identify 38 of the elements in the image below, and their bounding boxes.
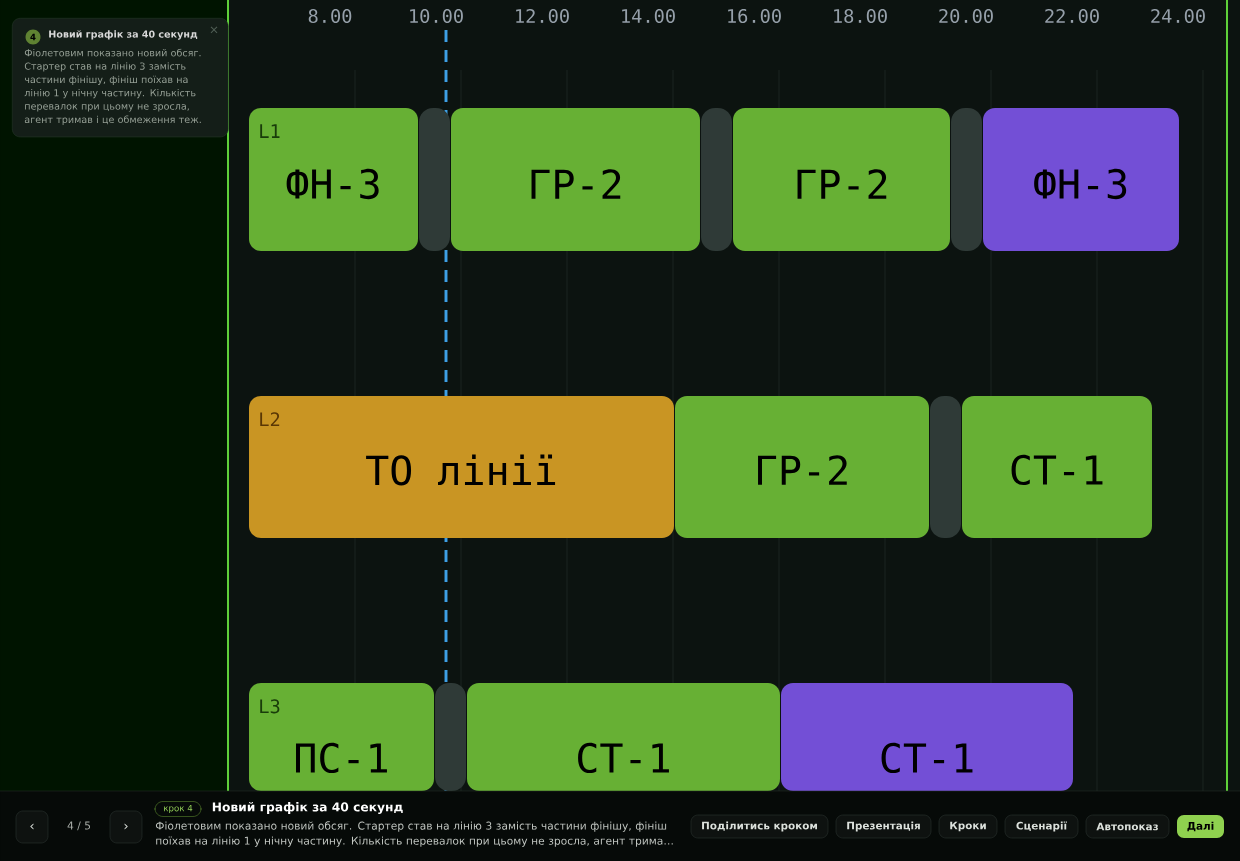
time-label: 16.00 bbox=[728, 8, 781, 24]
task-block: ГР-2 bbox=[451, 108, 700, 251]
task-block: ГР-2 bbox=[675, 396, 929, 538]
step-title: Новий графік за 40 секунд bbox=[212, 801, 403, 814]
nav-button: › bbox=[109, 810, 143, 844]
task-block: ГР-2 bbox=[733, 108, 950, 251]
time-label: 24.00 bbox=[1151, 8, 1205, 24]
action-button: Сценарії bbox=[1004, 814, 1079, 839]
action-button: Кроки bbox=[938, 814, 998, 839]
action-button: Поділитись кроком bbox=[690, 814, 829, 839]
task-block: СТ-1 bbox=[962, 396, 1152, 538]
action-button: Презентація bbox=[835, 814, 932, 839]
time-label: 8.00 bbox=[308, 8, 352, 24]
changeover-bar bbox=[419, 108, 450, 251]
changeover-bar bbox=[701, 108, 732, 251]
time-label: 12.00 bbox=[516, 8, 569, 24]
step-badge: 4 bbox=[25, 29, 41, 45]
task-block: СТ-1 bbox=[781, 683, 1073, 791]
action-button: Автопоказ bbox=[1085, 814, 1170, 839]
changeover-bar bbox=[930, 396, 961, 538]
changeover-bar bbox=[951, 108, 982, 251]
time-label: 14.00 bbox=[622, 8, 675, 24]
close-icon: × bbox=[210, 26, 218, 34]
changeover-bar bbox=[435, 683, 466, 791]
time-label: 22.00 bbox=[1045, 8, 1099, 24]
time-label: 10.00 bbox=[410, 8, 463, 24]
step-description: Фіолетовим показано новий обсяг. Стартер став на лінію 3 замість частини фінішу, фініш поїхав на лінію 1 у нічну частину. Кількість перевалок при цьому не зросла, агент трима… bbox=[155, 821, 673, 847]
task-block: ФН-3 bbox=[983, 108, 1179, 251]
time-label: 20.00 bbox=[939, 8, 993, 24]
lane-label: L3 bbox=[260, 699, 280, 714]
step-counter: 4 / 5 bbox=[67, 821, 91, 831]
step-badge: крок 4 bbox=[154, 801, 202, 817]
action-button: Далі bbox=[1177, 815, 1224, 838]
nav-button: ‹ bbox=[15, 810, 49, 844]
lane-label: L1 bbox=[260, 124, 280, 138]
task-block: СТ-1 bbox=[467, 683, 780, 791]
time-label: 18.00 bbox=[834, 8, 887, 24]
lane-label: L2 bbox=[260, 412, 280, 427]
